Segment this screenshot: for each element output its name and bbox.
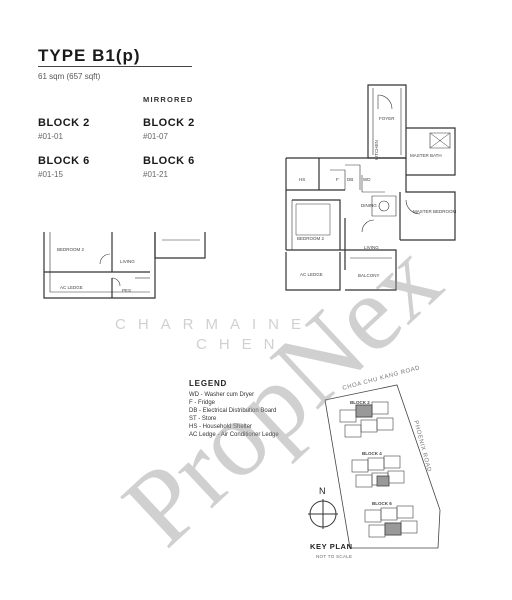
room-label-living: LIVING [364,245,379,250]
legend-desc: - Air Conditioner Ledge [217,432,279,438]
block-label: BLOCK 2 [143,117,195,129]
unit-number: #01-01 [38,132,63,141]
legend-item: AC Ledge - Air Conditioner Ledge [189,432,279,438]
block-label: BLOCK 6 [38,155,90,167]
unit-number: #01-21 [143,170,168,179]
legend-abbr: HS [189,424,198,430]
legend-desc: - Electrical Distribution Board [199,408,277,414]
legend-item: ST - Store [189,416,216,422]
main-floor-plan [285,84,456,291]
room-label-foyer: FOYER [379,116,395,121]
legend-item: DB - Electrical Distribution Board [189,408,276,414]
north-label: N [319,486,326,496]
keyplan-block-label: BLOCK 4 [362,451,382,456]
legend-desc: - Fridge [194,400,216,406]
unit-number: #01-15 [38,170,63,179]
room-label-pes: PES [122,288,131,293]
legend-abbr: WD [189,392,199,398]
room-label-f: F [336,177,339,182]
legend-desc: - Household Shelter [199,424,253,430]
left-partial-plan [43,232,206,299]
room-label-bedroom2: BEDROOM 2 [297,236,325,241]
room-label-ac-ledge-left: AC LEDGE [60,285,83,290]
watermark-subtext: CHARMAINE [115,316,314,333]
room-label-bedroom2-left: BEDROOM 2 [57,247,85,252]
room-label-kitchen: KITCHEN [374,140,379,160]
title-divider [38,66,192,67]
unit-area: 61 sqm (657 sqft) [38,72,101,81]
room-label-hs: HS [299,177,305,182]
room-label-wd: WD [363,177,371,182]
mirrored-label: MIRRORED [143,95,194,104]
room-label-master-bath: MASTER BATH [410,153,442,158]
key-plan-map [324,384,441,549]
legend-abbr: DB [189,408,198,414]
legend-item: WD - Washer cum Dryer [189,392,254,398]
room-label-dining: DINING [361,203,377,208]
watermark-subtext: CHEN [196,336,287,353]
legend-abbr: AC Ledge [189,432,216,438]
north-arrow-icon [308,499,338,529]
room-label-db: DB [347,177,353,182]
room-label-master-bedroom: MASTER BEDROOM [413,209,457,214]
keyplan-block-label: BLOCK 6 [372,501,392,506]
unit-type-title: TYPE B1(p) [38,46,141,65]
legend-desc: - Store [198,416,217,422]
legend-abbr: ST [189,416,197,422]
legend-item: HS - Household Shelter [189,424,252,430]
legend-abbr: F [189,400,193,406]
room-label-living-left: LIVING [120,259,135,264]
keyplan-title: KEY PLAN [310,542,353,551]
unit-number: #01-07 [143,132,168,141]
keyplan-block-label: BLOCK 2 [350,400,370,405]
legend-title: LEGEND [189,379,228,388]
room-label-ac-ledge: AC LEDGE [300,272,323,277]
block-label: BLOCK 6 [143,155,195,167]
block-label: BLOCK 2 [38,117,90,129]
keyplan-note: NOT TO SCALE [316,554,353,559]
legend-desc: - Washer cum Dryer [200,392,255,398]
legend-item: F - Fridge [189,400,215,406]
room-label-balcony: BALCONY [358,273,380,278]
